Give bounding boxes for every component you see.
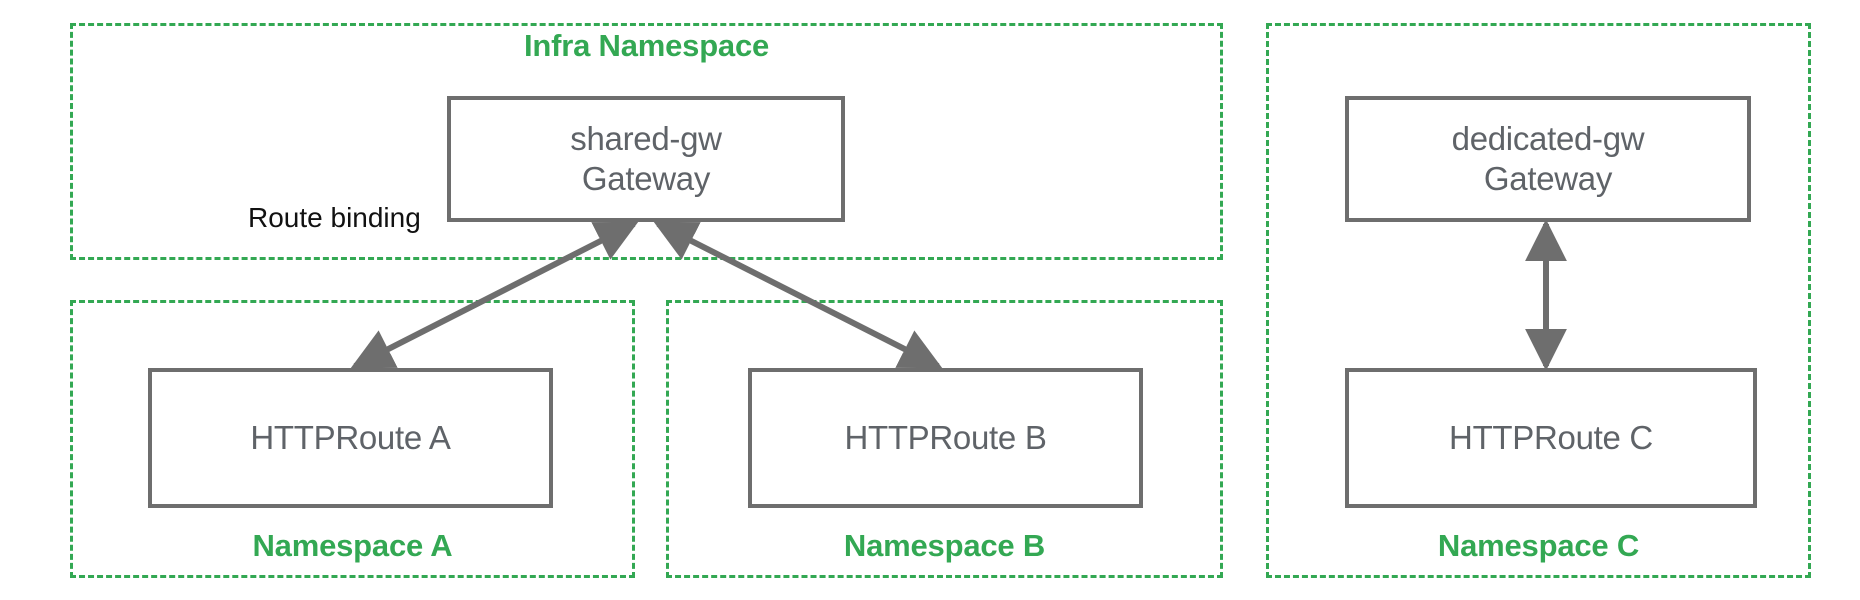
namespace-label-a: Namespace A [252,528,453,563]
node-httproute-c[interactable]: HTTPRoute C [1345,368,1757,508]
node-httproute-b-label: HTTPRoute B [844,418,1047,456]
namespace-label-c: Namespace C [1437,528,1640,563]
node-httproute-c-label: HTTPRoute C [1449,418,1653,456]
node-shared-gw-label: shared-gw Gateway [570,119,722,197]
namespace-box-c [1266,23,1811,578]
node-dedicated-gw-label: dedicated-gw Gateway [1451,119,1645,197]
namespace-box-infra [70,23,1223,260]
node-httproute-b[interactable]: HTTPRoute B [748,368,1143,508]
node-httproute-a-label: HTTPRoute A [250,418,451,456]
node-httproute-a[interactable]: HTTPRoute A [148,368,553,508]
edge-label-route-binding: Route binding [248,202,421,233]
namespace-label-b: Namespace B [843,528,1046,563]
namespace-box-b [666,300,1223,578]
namespace-label-infra: Infra Namespace [523,28,770,63]
node-shared-gw[interactable]: shared-gw Gateway [447,96,845,222]
node-dedicated-gw[interactable]: dedicated-gw Gateway [1345,96,1751,222]
